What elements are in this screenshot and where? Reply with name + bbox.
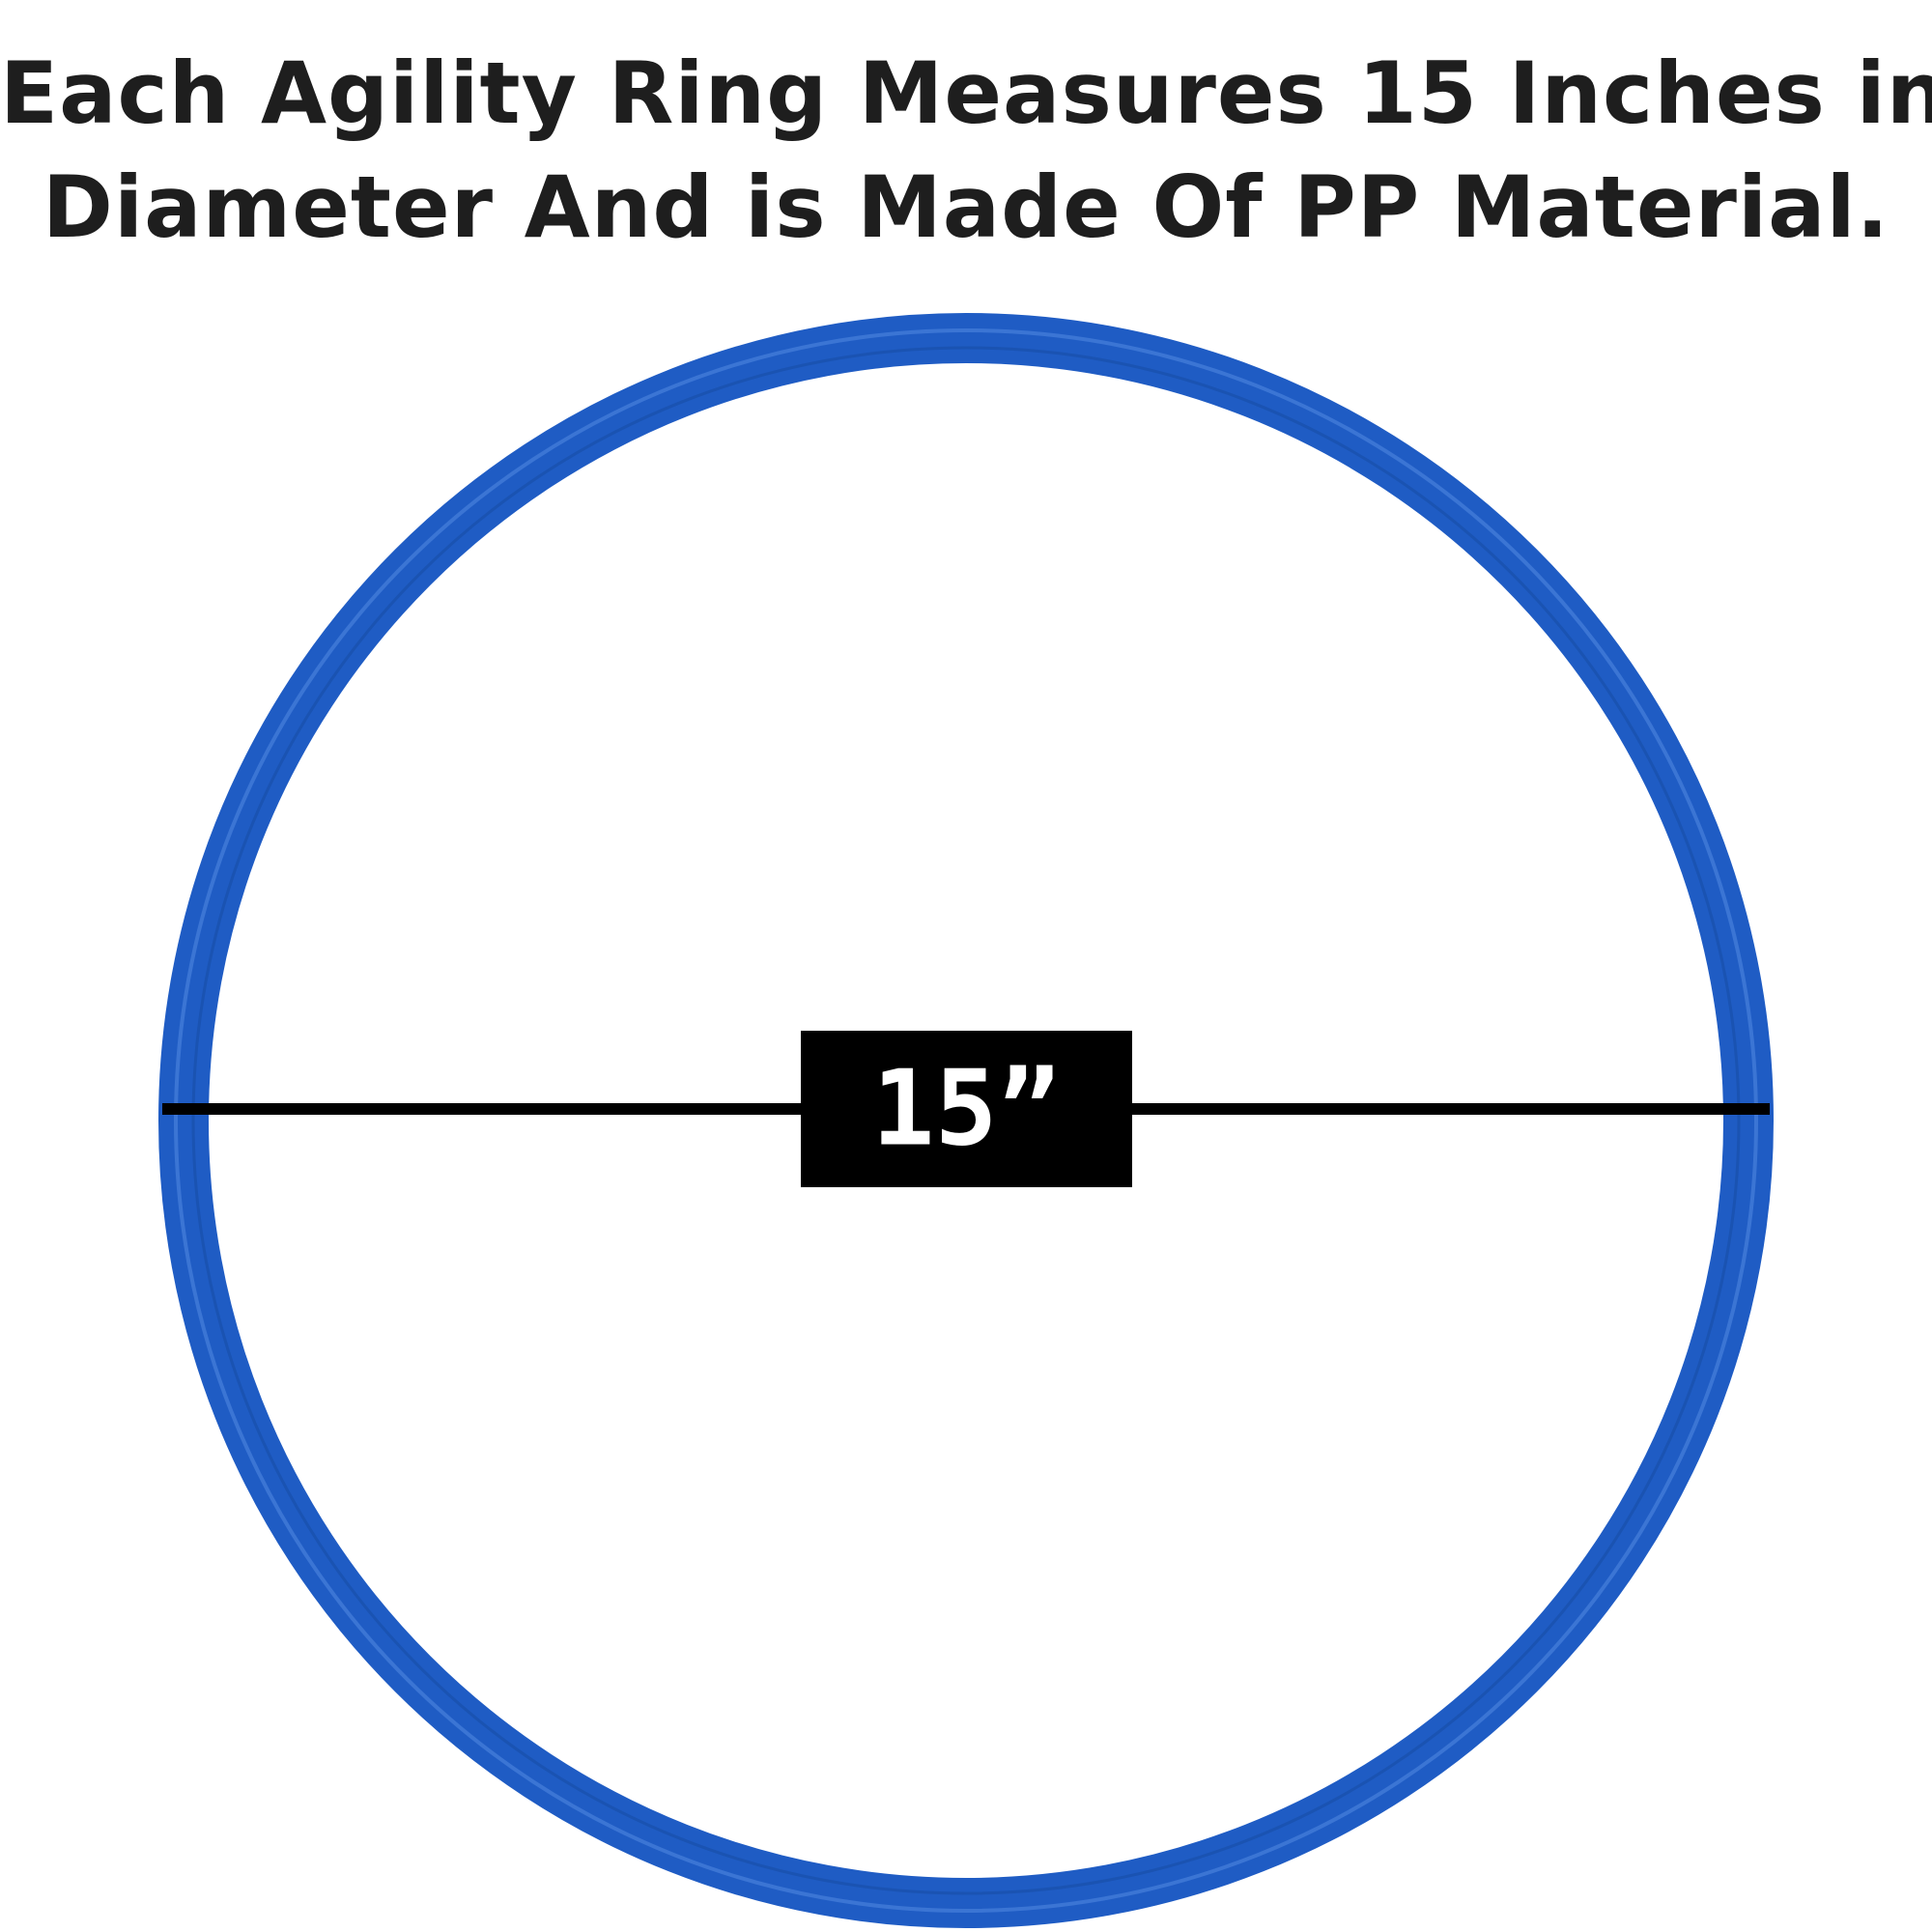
diameter-label: 15” — [871, 1049, 1060, 1170]
agility-ring-highlight — [174, 328, 1758, 1913]
diameter-label-box — [801, 1031, 1132, 1187]
headline: Each Agility Ring Measures 15 Inches in … — [0, 37, 1932, 265]
headline-line-1: Each Agility Ring Measures 15 Inches in — [0, 43, 1932, 143]
agility-ring — [158, 313, 1774, 1928]
headline-line-2: Diameter And is Made Of PP Material. — [42, 157, 1890, 257]
agility-ring-groove — [191, 346, 1741, 1895]
